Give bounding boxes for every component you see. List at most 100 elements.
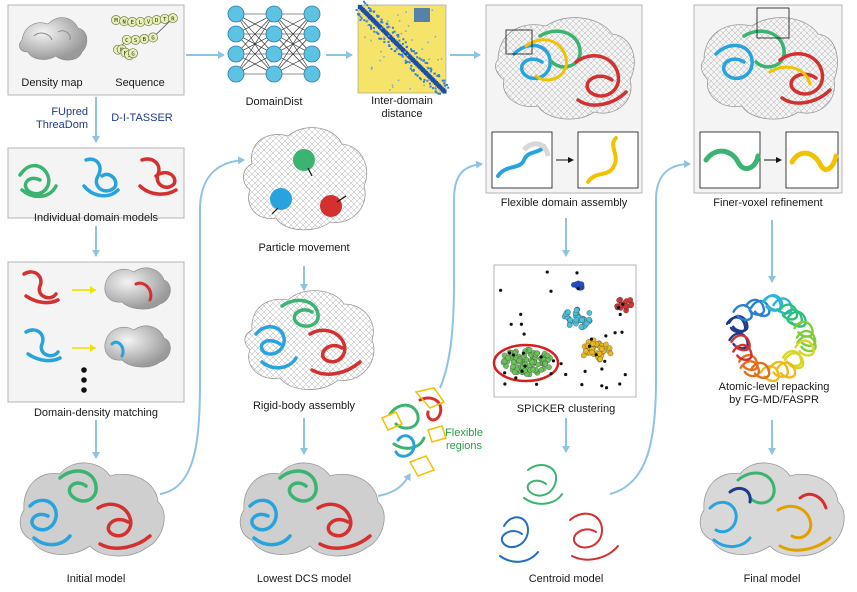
cluster-point [582, 348, 589, 354]
green-domain [18, 164, 58, 199]
label-fupred-threadom: FUpred ThreaDom [36, 106, 88, 131]
cluster-point [583, 320, 590, 327]
cluster-point [534, 350, 540, 356]
cluster-point [589, 349, 595, 356]
flow-arrows [92, 51, 776, 497]
final-model-image [699, 462, 845, 557]
cluster-point [565, 309, 571, 315]
particle-green [293, 149, 315, 171]
svg-text:C: C [125, 38, 128, 44]
flexible-domain-assembly-panel [485, 4, 643, 194]
svg-text:D: D [155, 18, 158, 24]
sequence-bead [128, 48, 138, 59]
rigid-body-assembly-image [244, 290, 375, 390]
nn-node [303, 45, 321, 63]
svg-text:G: G [151, 36, 154, 42]
lowest-dcs-model-image [239, 462, 385, 557]
svg-text:B: B [143, 37, 147, 43]
label-rigid-body-assembly: Rigid-body assembly [252, 400, 356, 412]
cluster-point [544, 352, 551, 359]
particle-red [320, 195, 342, 217]
cluster-point [530, 366, 536, 373]
particle-blue [270, 188, 292, 210]
cluster-point [573, 317, 579, 323]
particle-movement-image [243, 127, 368, 231]
cluster-point [567, 317, 574, 323]
cluster-point [529, 359, 536, 365]
arrow-centroid-to-refinement [609, 160, 691, 495]
label-flexible-regions: Flexible regions [445, 427, 483, 452]
cluster-point [607, 350, 614, 357]
cluster-point [579, 317, 585, 323]
label-individual-domain-models: Individual domain models [33, 212, 159, 224]
initial-model-image [19, 462, 165, 557]
nn-node [265, 5, 283, 23]
nn-node [227, 5, 245, 23]
cluster-point [516, 357, 523, 364]
label-spicker-clustering: SPICKER clustering [516, 403, 616, 415]
arrow-flexible-to-assembly [439, 160, 483, 389]
individual-domains-panel [7, 147, 185, 219]
finer-voxel-refinement-panel [693, 4, 843, 194]
cluster-point [510, 363, 516, 370]
label-sequence: Sequence [115, 77, 165, 89]
sequence-bead [167, 13, 178, 24]
sequence-bead [121, 34, 132, 45]
cluster-point [599, 346, 605, 352]
nn-node [265, 45, 283, 63]
label-domain-density-matching: Domain-density matching [33, 407, 159, 419]
cluster-point [512, 369, 518, 375]
svg-text:T: T [163, 17, 167, 23]
density-map-image [19, 17, 88, 61]
cluster-point [546, 364, 552, 370]
label-centroid-model: Centroid model [528, 573, 604, 585]
cluster-point [606, 345, 613, 351]
nn-node [265, 65, 283, 83]
cluster-point [578, 324, 585, 330]
cluster-point [603, 341, 609, 348]
red-domain [138, 157, 178, 196]
cluster-point [627, 297, 634, 303]
ellipsis-dot [81, 377, 87, 383]
centroid-model-image [499, 464, 619, 563]
cluster-point [505, 354, 511, 361]
cluster-point [573, 281, 580, 287]
label-atomic-level-repacking: Atomic-level repacking by FG-MD/FASPR [718, 381, 830, 406]
svg-text:E: E [131, 20, 134, 26]
cluster-point [501, 358, 508, 365]
label-d-i-tasser: D-I-TASSER [111, 112, 173, 124]
cluster-point [526, 347, 533, 353]
cluster-point [573, 307, 580, 313]
label-finer-voxel-refinement: Finer-voxel refinement [713, 197, 823, 209]
label-inter-domain-distance: Inter-domain distance [371, 95, 433, 120]
red-domain-small [22, 270, 60, 305]
sequence-beads: MNELVDTRGBSCTNMSG [111, 13, 178, 60]
cluster-point [597, 356, 603, 362]
svg-text:V: V [147, 19, 151, 25]
input-panel: MNELVDTRGBSCTNMSG [7, 4, 185, 96]
atomic-level-repacking-image [725, 294, 817, 383]
cluster-point [542, 361, 549, 367]
svg-text:M: M [114, 18, 118, 24]
cluster-point [578, 281, 585, 287]
nn-node [303, 65, 321, 83]
label-flexible-domain-assembly: Flexible domain assembly [500, 197, 628, 209]
cluster-point [586, 316, 592, 323]
cluster-point [586, 310, 593, 316]
blue-domain-small [24, 328, 62, 363]
label-particle-movement: Particle movement [258, 242, 350, 254]
nn-node [303, 5, 321, 23]
svg-text:R: R [171, 16, 175, 22]
nn-node [303, 25, 321, 43]
density-target-1 [104, 267, 171, 310]
nn-node [227, 25, 245, 43]
domaindist-network [227, 5, 321, 83]
ellipsis-dot [81, 367, 87, 373]
ellipsis-dot [81, 387, 87, 393]
nn-node [265, 25, 283, 43]
label-lowest-dcs-model: Lowest DCS model [256, 573, 352, 585]
flexible-regions-image [380, 387, 447, 477]
svg-text:L: L [139, 20, 143, 26]
cluster-point [590, 341, 596, 347]
label-initial-model: Initial model [66, 573, 126, 585]
